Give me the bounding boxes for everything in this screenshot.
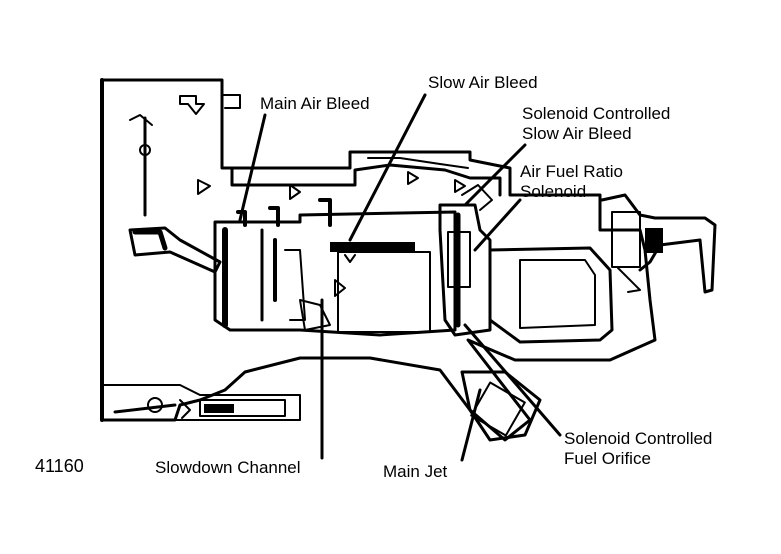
label-solenoid-controlled-fuel-orifice: Solenoid Controlled Fuel Orifice — [564, 429, 712, 469]
leader-main-air-bleed — [238, 113, 267, 222]
leader-solenoid-slow-air-bleed — [463, 143, 527, 207]
label-air-fuel-ratio-solenoid: Air Fuel Ratio Solenoid — [520, 162, 623, 202]
label-slowdown-channel: Slowdown Channel — [155, 458, 301, 477]
leader-main-jet — [460, 388, 482, 462]
label-main-air-bleed: Main Air Bleed — [260, 94, 370, 113]
leader-slow-air-bleed — [348, 93, 427, 242]
solenoid-housing — [438, 203, 492, 337]
leader-solenoid-fuel-orifice — [463, 323, 562, 437]
label-line-1: Air Fuel Ratio — [520, 162, 623, 181]
leader-lines — [238, 93, 562, 462]
lower-throttle-body — [101, 384, 301, 421]
label-line-2: Fuel Orifice — [564, 449, 651, 468]
label-line-2: Solenoid — [520, 182, 587, 201]
label-line-1: Solenoid Controlled — [564, 429, 713, 448]
label-main-jet: Main Jet — [383, 462, 448, 481]
leader-air-fuel-ratio-solenoid — [473, 198, 522, 252]
label-solenoid-controlled-slow-air-bleed: Solenoid Controlled Slow Air Bleed — [522, 104, 670, 144]
label-line-2: Slow Air Bleed — [522, 124, 632, 143]
body-outline — [100, 78, 657, 442]
main-body-block — [213, 210, 457, 337]
label-line-1: Solenoid Controlled — [522, 104, 671, 123]
figure-number: 41160 — [35, 456, 84, 476]
float-bowl — [488, 246, 614, 344]
label-slow-air-bleed: Slow Air Bleed — [428, 73, 538, 92]
